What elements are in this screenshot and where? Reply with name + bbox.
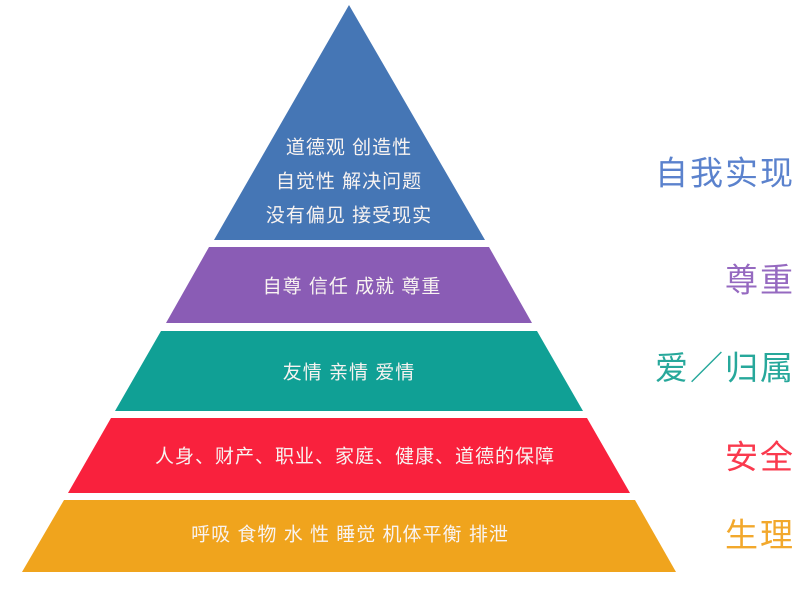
level-text-physiological: 呼吸 食物 水 性 睡觉 机体平衡 排泄 [191, 524, 509, 546]
pyramid-level-physiological [22, 500, 676, 572]
side-label-esteem: 尊重 [725, 262, 795, 299]
level-text-self-actualization-line1: 道德观 创造性 [286, 137, 412, 159]
side-label-physiological: 生理 [725, 517, 795, 554]
level-text-safety: 人身、财产、职业、家庭、健康、道德的保障 [155, 446, 555, 468]
pyramid-level-self-actualization [214, 5, 485, 240]
level-text-self-actualization-line3: 没有偏见 接受现实 [266, 205, 432, 227]
pyramid-level-esteem [166, 247, 532, 323]
side-label-safety: 安全 [725, 439, 795, 476]
side-label-self-actualization: 自我实现 [655, 155, 795, 192]
level-text-self-actualization-line2: 自觉性 解决问题 [276, 171, 422, 193]
pyramid-level-safety [68, 418, 630, 493]
side-label-love-belonging: 爱／归属 [655, 350, 795, 387]
pyramid-level-love-belonging [115, 331, 583, 411]
level-text-esteem: 自尊 信任 成就 尊重 [263, 276, 442, 298]
level-text-love-belonging: 友情 亲情 爱情 [283, 362, 416, 384]
